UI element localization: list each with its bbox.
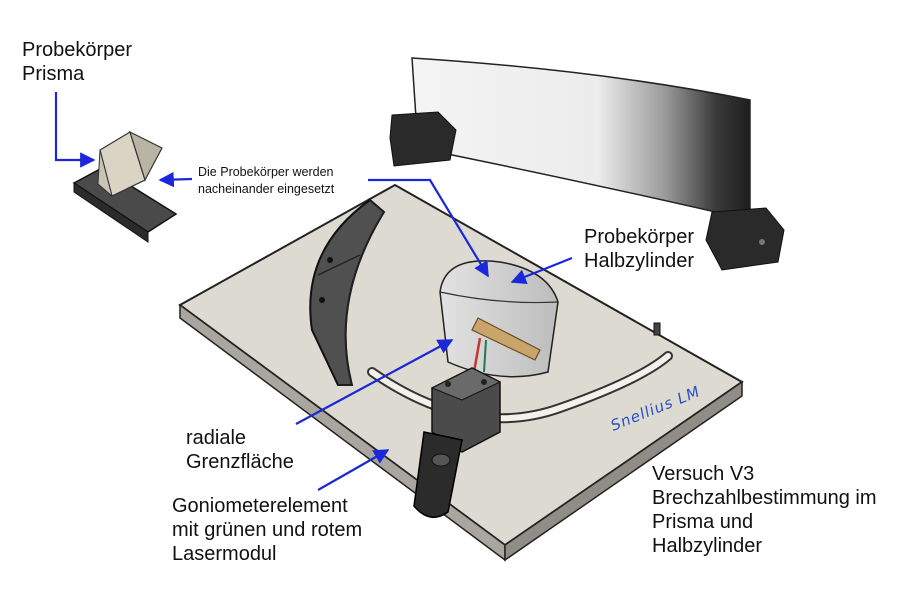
goniometer-laser	[413, 367, 502, 518]
label-prism: Probekörper Prisma	[22, 39, 133, 85]
label-experiment: Versuch V3 Brechzahlbestimmung im Prisma…	[652, 463, 877, 557]
annotation-arrows	[54, 92, 573, 491]
plate-peg	[653, 322, 661, 336]
prism-sample	[72, 130, 178, 243]
arrow-goniometer	[317, 449, 390, 491]
label-half-cylinder: Probekörper Halbzylinder	[584, 226, 695, 272]
curved-holder	[309, 198, 386, 386]
label-goniometer: Goniometerelement mit grünen und rotem L…	[172, 495, 363, 565]
arrow-half-cylinder	[510, 256, 573, 285]
projection-screen	[389, 57, 785, 271]
arrow-interface	[295, 339, 454, 425]
arc-slot	[367, 351, 673, 424]
label-interface: radiale Grenzfläche	[186, 427, 294, 473]
arrow-prism	[54, 92, 96, 168]
half-cylinder-sample	[439, 260, 559, 378]
label-inserted-note: Die Probekörper werden nacheinander eing…	[198, 165, 335, 196]
arrow-note-to-prism	[158, 171, 193, 188]
arrow-note-to-cylinder	[368, 178, 489, 278]
